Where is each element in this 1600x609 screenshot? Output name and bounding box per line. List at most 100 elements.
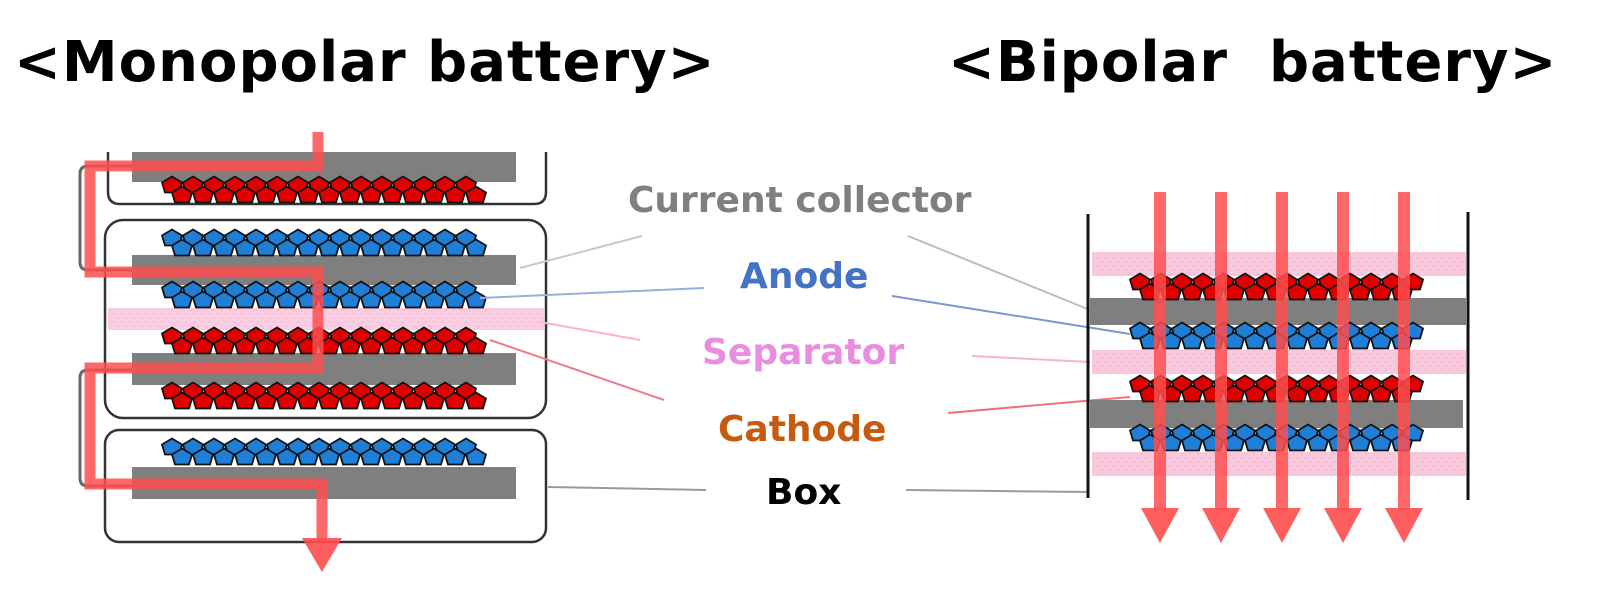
particle xyxy=(1243,433,1267,452)
particle xyxy=(170,185,194,204)
particle xyxy=(233,391,257,410)
particle xyxy=(212,290,236,309)
particle xyxy=(1348,384,1372,403)
particle xyxy=(170,238,194,257)
particle xyxy=(422,336,446,355)
particle xyxy=(359,391,383,410)
particle xyxy=(464,336,488,355)
current-arrow xyxy=(1141,192,1179,543)
particle xyxy=(359,290,383,309)
particle xyxy=(1243,282,1267,301)
particle xyxy=(1369,282,1393,301)
particle xyxy=(191,336,215,355)
particle xyxy=(422,391,446,410)
particle xyxy=(1285,282,1309,301)
leader-cathode-left xyxy=(489,339,665,401)
particle xyxy=(380,391,404,410)
particle xyxy=(359,185,383,204)
particle xyxy=(1285,384,1309,403)
leader-box-left xyxy=(547,486,707,491)
particle xyxy=(338,185,362,204)
particle xyxy=(191,447,215,466)
particle xyxy=(380,447,404,466)
monopolar-title: <Monopolar battery> xyxy=(14,30,716,95)
particle xyxy=(1348,433,1372,452)
particle xyxy=(380,185,404,204)
current-arrow xyxy=(1202,192,1240,543)
particle xyxy=(317,447,341,466)
particle xyxy=(464,238,488,257)
label-cathode: Cathode xyxy=(718,409,887,450)
leader-anode-right xyxy=(891,295,1131,335)
particle xyxy=(254,238,278,257)
particle xyxy=(464,391,488,410)
particle xyxy=(296,391,320,410)
particle xyxy=(191,391,215,410)
leader-cathode-right xyxy=(947,396,1131,414)
particle xyxy=(443,447,467,466)
particle xyxy=(275,391,299,410)
particle xyxy=(275,238,299,257)
anode-layer xyxy=(160,280,488,309)
particle xyxy=(275,290,299,309)
particle xyxy=(1180,433,1204,452)
particle xyxy=(296,185,320,204)
particle xyxy=(212,185,236,204)
anode-layer xyxy=(160,228,488,257)
particle xyxy=(254,290,278,309)
particle xyxy=(1285,331,1309,350)
label-current-collector: Current collector xyxy=(628,180,972,221)
particle xyxy=(212,391,236,410)
particle xyxy=(359,336,383,355)
particle xyxy=(191,238,215,257)
particle xyxy=(359,238,383,257)
particle xyxy=(275,447,299,466)
current-arrow xyxy=(1263,192,1301,543)
leader-lines xyxy=(479,235,1131,493)
anode-layer xyxy=(160,437,488,466)
particle xyxy=(233,447,257,466)
particle xyxy=(1306,433,1330,452)
particle xyxy=(275,336,299,355)
particle xyxy=(443,185,467,204)
particle xyxy=(1180,282,1204,301)
leader-box-right xyxy=(905,489,1089,493)
label-box: Box xyxy=(766,472,842,513)
particle xyxy=(401,391,425,410)
bipolar-title: <Bipolar battery> xyxy=(948,30,1558,95)
particle xyxy=(317,391,341,410)
particle xyxy=(233,185,257,204)
particle xyxy=(1243,331,1267,350)
particle xyxy=(443,336,467,355)
label-separator: Separator xyxy=(702,332,905,373)
particle xyxy=(1348,282,1372,301)
current-arrowhead xyxy=(302,538,342,572)
cathode-layer xyxy=(160,381,488,410)
particle xyxy=(1369,384,1393,403)
particle xyxy=(1348,331,1372,350)
particle xyxy=(1306,384,1330,403)
particle xyxy=(1285,433,1309,452)
leader-current-collector-right xyxy=(907,235,1091,311)
particle xyxy=(401,290,425,309)
particle xyxy=(191,185,215,204)
leader-separator-right xyxy=(971,355,1091,363)
particle xyxy=(296,447,320,466)
particle xyxy=(296,238,320,257)
box-top-cell xyxy=(106,152,548,206)
current-arrow xyxy=(1385,192,1423,543)
leader-separator-left xyxy=(539,321,641,341)
particle xyxy=(1243,384,1267,403)
particle xyxy=(338,447,362,466)
particle xyxy=(380,336,404,355)
label-anode: Anode xyxy=(740,256,869,297)
particle xyxy=(170,391,194,410)
particle xyxy=(338,391,362,410)
particle xyxy=(464,447,488,466)
particle xyxy=(422,447,446,466)
particle xyxy=(212,336,236,355)
particle xyxy=(338,336,362,355)
particle xyxy=(170,336,194,355)
particle xyxy=(401,238,425,257)
